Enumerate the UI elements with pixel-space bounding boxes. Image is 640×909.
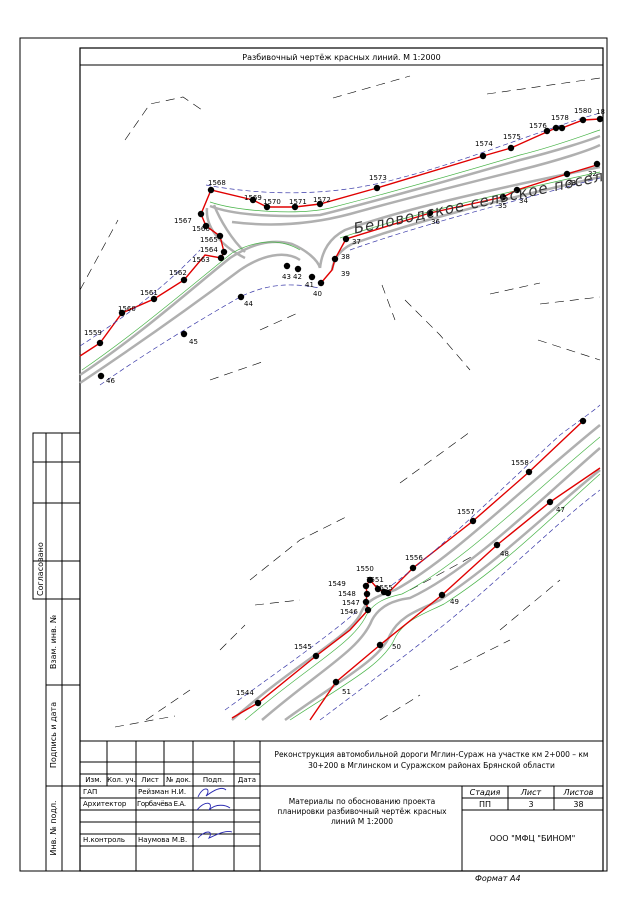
- hdr-kol: Кол. уч.: [107, 776, 136, 784]
- pt-1571: 1571: [289, 198, 307, 206]
- pt-1566: 1566: [192, 225, 210, 233]
- hdr-date: Дата: [237, 776, 257, 784]
- lower-blue-lines: [224, 404, 601, 721]
- pt-1562: 1562: [169, 269, 187, 277]
- cadastral-boundaries: [79, 75, 601, 381]
- road-edges: [79, 134, 601, 385]
- signatures: [196, 787, 233, 840]
- green-lines: [81, 129, 601, 371]
- pt-1549: 1549: [328, 580, 346, 588]
- stamp-agreed: Согласовано: [36, 542, 45, 596]
- staff-name-2: Горбачёва Е.А.: [137, 800, 186, 808]
- pt-1565: 1565: [200, 236, 218, 244]
- lower-points: [254, 417, 587, 707]
- staff-name-1: Рейзман Н.И.: [138, 788, 187, 796]
- pt-1544: 1544: [236, 689, 254, 697]
- sheet-header: Лист: [520, 788, 542, 797]
- pt-36: 36: [431, 218, 440, 226]
- pt-40: 40: [313, 290, 322, 298]
- stage-header: Стадия: [469, 788, 501, 797]
- pt-32: 32: [588, 170, 597, 178]
- pt-49: 49: [450, 598, 459, 606]
- pt-41: 41: [305, 281, 314, 289]
- staff-role-1: ГАП: [83, 788, 98, 796]
- pt-1563: 1563: [192, 256, 210, 264]
- pt-1573: 1573: [369, 174, 387, 182]
- pt-37: 37: [352, 238, 361, 246]
- lower-boundaries: [114, 431, 561, 728]
- pt-35: 35: [498, 202, 507, 210]
- sheet-value: 3: [528, 800, 534, 809]
- blue-dashed-lines: [79, 112, 601, 386]
- pt-1575: 1575: [503, 133, 521, 141]
- staff-name-4: Наумова М.В.: [138, 836, 188, 844]
- pt-51: 51: [342, 688, 351, 696]
- pt-46: 46: [106, 377, 115, 385]
- pt-43: 43: [282, 273, 291, 281]
- pt-1567: 1567: [174, 217, 192, 225]
- hdr-izm: Изм.: [85, 776, 102, 784]
- pt-1569: 1569: [244, 194, 262, 202]
- pt-1545: 1545: [294, 643, 312, 651]
- pt-1561: 1561: [140, 289, 158, 297]
- side-stamp: [32, 432, 81, 872]
- pt-48: 48: [500, 550, 509, 558]
- pt-1576: 1576: [529, 122, 547, 130]
- sheets-header: Листов: [563, 788, 594, 797]
- pt-1560: 1560: [118, 305, 136, 313]
- paper-format: Формат А4: [475, 874, 521, 883]
- drawing-title: Разбивочный чертёж красных линий. М 1:20…: [242, 53, 441, 62]
- pt-1572: 1572: [313, 196, 331, 204]
- pt-1574: 1574: [475, 140, 493, 148]
- upper-points: [96, 115, 604, 380]
- pt-18: 18: [596, 108, 605, 116]
- hdr-doc: № док.: [165, 776, 192, 784]
- pt-1551: 1551: [366, 576, 384, 584]
- pt-1555: 1555: [375, 584, 393, 592]
- sheet-description: Материалы по обоснованию проекта планиро…: [277, 797, 447, 826]
- pt-34: 34: [519, 197, 528, 205]
- pt-1570: 1570: [263, 198, 281, 206]
- pt-1578: 1578: [551, 114, 569, 122]
- upper-plan: [79, 75, 604, 386]
- hdr-sign: Подп.: [202, 776, 225, 784]
- pt-1556: 1556: [405, 554, 423, 562]
- outer-frame: [19, 37, 608, 872]
- pt-1559: 1559: [84, 329, 102, 337]
- pt-39: 39: [341, 270, 350, 278]
- stage-value: ПП: [478, 800, 492, 809]
- pt-33: 33: [567, 179, 576, 187]
- pt-45: 45: [189, 338, 198, 346]
- sheets-value: 38: [573, 800, 584, 809]
- pt-1548: 1548: [338, 590, 356, 598]
- pt-1557: 1557: [457, 508, 475, 516]
- staff-role-2: Архитектор: [83, 800, 127, 808]
- pt-1546: 1546: [340, 608, 358, 616]
- project-title: Реконструкция автомобильной дороги Мглин…: [274, 750, 589, 770]
- pt-44: 44: [244, 300, 253, 308]
- pt-50: 50: [392, 643, 401, 651]
- stamp-inv-replace: Взам. инв. №: [49, 614, 58, 670]
- title-block-grid: [80, 740, 603, 871]
- hdr-list: Лист: [141, 776, 159, 784]
- lower-road-edges: [231, 424, 601, 722]
- company-name: ООО "МФЦ "БИНОМ": [489, 834, 576, 843]
- pt-38: 38: [341, 253, 350, 261]
- pt-47: 47: [556, 506, 565, 514]
- lower-green-lines: [244, 436, 601, 721]
- pt-42: 42: [293, 273, 302, 281]
- pt-1564: 1564: [200, 246, 218, 254]
- stamp-inv-orig: Инв. № подл.: [49, 800, 58, 856]
- pt-1547: 1547: [342, 599, 360, 607]
- pt-1568: 1568: [208, 179, 226, 187]
- staff-role-4: Н.контроль: [83, 836, 125, 844]
- pt-1558: 1558: [511, 459, 529, 467]
- pt-1550: 1550: [356, 565, 374, 573]
- lower-plan: [114, 404, 601, 728]
- pt-1580: 1580: [574, 107, 592, 115]
- stamp-sign-date: Подпись и дата: [49, 701, 58, 769]
